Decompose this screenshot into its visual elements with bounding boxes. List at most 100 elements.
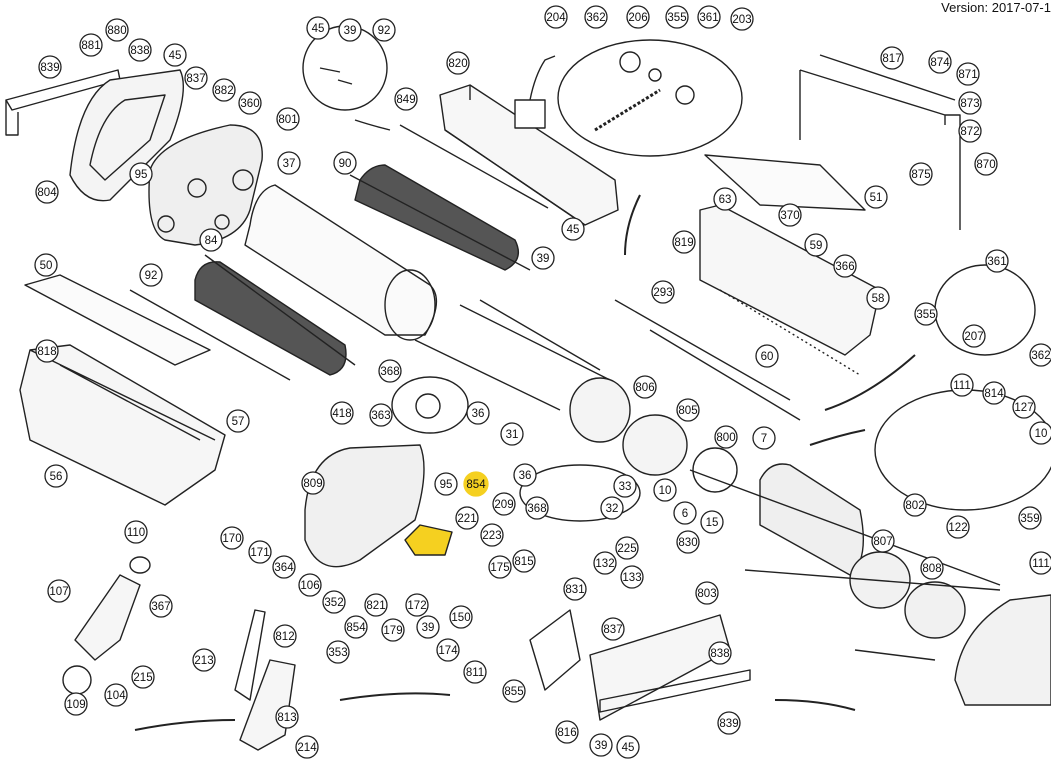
- lid-51: [704, 154, 866, 211]
- callout-number: 10: [1035, 428, 1048, 440]
- callout-circle: [708, 641, 732, 665]
- callout-circle: [695, 581, 719, 605]
- callout-circle: [326, 640, 350, 664]
- callout-circle: [1029, 421, 1051, 445]
- callout-213: 213: [192, 648, 216, 672]
- callout-circle: [372, 18, 396, 42]
- callout-circle: [149, 594, 173, 618]
- callout-7: 7: [752, 426, 776, 450]
- callout-circle: [44, 464, 68, 488]
- callout-number: 418: [332, 408, 351, 420]
- callout-circle: [276, 107, 300, 131]
- callout-number: 818: [37, 346, 56, 358]
- callout-number: 132: [595, 558, 614, 570]
- callout-175: 175: [488, 555, 512, 579]
- callout-circle: [466, 401, 490, 425]
- callout-6: 6: [673, 501, 697, 525]
- callout-39: 39: [416, 615, 440, 639]
- callout-circle: [584, 5, 608, 29]
- callout-circle: [544, 5, 568, 29]
- callout-circle: [1018, 506, 1042, 530]
- arrow-left-3: [774, 699, 856, 711]
- drum-805: [622, 414, 688, 476]
- callout-number: 293: [653, 287, 672, 299]
- callout-839: 839: [38, 55, 62, 79]
- callout-number: 839: [40, 62, 59, 74]
- callout-366: 366: [833, 254, 857, 278]
- callout-circle: [928, 50, 952, 74]
- callout-circle: [129, 162, 153, 186]
- callout-number: 39: [537, 253, 550, 265]
- callout-808: 808: [920, 556, 944, 580]
- callout-circle: [364, 593, 388, 617]
- callout-number: 104: [106, 690, 126, 702]
- callout-number: 10: [659, 485, 672, 497]
- side-bar-839-bottom: [599, 669, 751, 713]
- callout-circle: [974, 152, 998, 176]
- callout-number: 837: [603, 624, 622, 636]
- callout-number: 63: [719, 194, 732, 206]
- callout-number: 84: [205, 235, 218, 247]
- callout-circle: [199, 228, 223, 252]
- callout-circle: [616, 735, 640, 759]
- linkage-812: [234, 609, 266, 701]
- callout-number: 133: [622, 572, 641, 584]
- callout-number: 355: [916, 309, 935, 321]
- callout-821: 821: [364, 593, 388, 617]
- callout-circle: [79, 33, 103, 57]
- callout-circle: [1029, 343, 1051, 367]
- callout-circle: [47, 579, 71, 603]
- callout-132: 132: [593, 551, 617, 575]
- callout-number: 45: [622, 742, 635, 754]
- callout-circle: [502, 679, 526, 703]
- callout-number: 207: [964, 331, 983, 343]
- callout-830: 830: [676, 530, 700, 554]
- callout-number: 811: [466, 667, 484, 679]
- callout-number: 353: [328, 647, 347, 659]
- brush-90-shaft: [349, 174, 531, 271]
- callout-circle: [958, 119, 982, 143]
- callout-206: 206: [626, 5, 650, 29]
- callout-circle: [275, 705, 299, 729]
- callout-circle: [903, 493, 927, 517]
- callout-circle: [212, 78, 236, 102]
- callout-45: 45: [616, 735, 640, 759]
- callout-33: 33: [613, 474, 637, 498]
- callout-122: 122: [946, 515, 970, 539]
- callout-circle: [593, 551, 617, 575]
- callout-361: 361: [985, 249, 1009, 273]
- callout-circle: [128, 38, 152, 62]
- pin-detail: [319, 67, 353, 85]
- callout-number: 803: [697, 588, 716, 600]
- bushing-110: [129, 556, 151, 574]
- callout-56: 56: [44, 464, 68, 488]
- shaft-293: [614, 299, 791, 401]
- callout-circle: [272, 555, 296, 579]
- callout-circle: [226, 409, 250, 433]
- callout-number: 838: [710, 648, 729, 660]
- callout-874: 874: [928, 50, 952, 74]
- callout-circle: [434, 472, 458, 496]
- callout-circle: [104, 683, 128, 707]
- callout-circle: [778, 203, 802, 227]
- callout-92: 92: [139, 263, 163, 287]
- gear-housing-left-inner: [89, 94, 166, 181]
- callout-179: 179: [381, 618, 405, 642]
- callout-368: 368: [525, 496, 549, 520]
- callout-367: 367: [149, 594, 173, 618]
- callout-number: 206: [628, 12, 647, 24]
- callout-number: 221: [457, 513, 476, 525]
- callout-circle: [1012, 395, 1036, 419]
- callout-circle: [273, 624, 297, 648]
- callout-number: 95: [135, 169, 148, 181]
- callout-816: 816: [555, 720, 579, 744]
- callout-203: 203: [730, 7, 754, 31]
- version-label: Version: 2017-07-1: [941, 0, 1051, 15]
- callout-number: 812: [275, 631, 294, 643]
- callout-150: 150: [449, 605, 473, 629]
- callout-number: 819: [674, 237, 693, 249]
- armature-shaft: [689, 469, 1001, 586]
- callout-873: 873: [958, 91, 982, 115]
- callout-circle: [463, 471, 489, 497]
- callout-882: 882: [212, 78, 236, 102]
